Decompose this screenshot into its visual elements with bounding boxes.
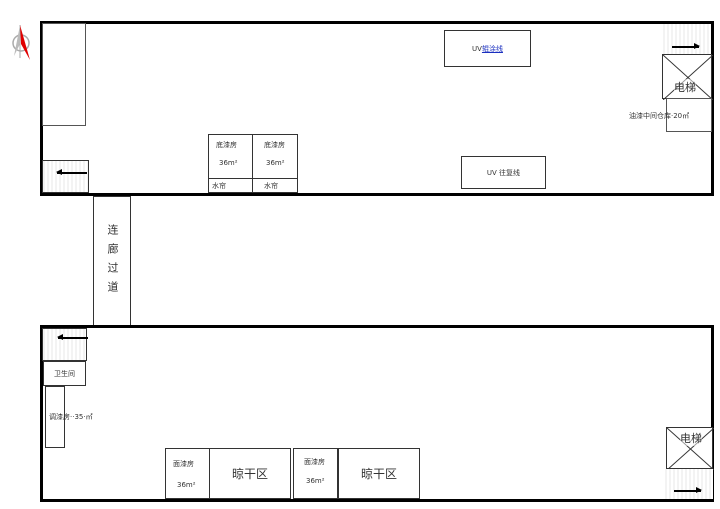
right-arrow-icon bbox=[674, 487, 702, 493]
paint-warehouse bbox=[666, 98, 712, 132]
primer-room-2-name: 底漆房 bbox=[264, 141, 285, 149]
topcoat-room-1: 面漆房 36m² bbox=[165, 448, 210, 499]
top-building bbox=[40, 21, 714, 196]
elevator-cross-icon bbox=[663, 55, 713, 100]
top-right-exit bbox=[663, 24, 711, 54]
restroom: 卫生间 bbox=[43, 361, 86, 386]
water-curtain-1: 水帘 bbox=[208, 178, 253, 193]
bottom-left-entrance bbox=[42, 328, 88, 361]
topcoat-room-2: 面漆房 36m² bbox=[293, 448, 338, 499]
drying-area-1-label: 晾干区 bbox=[231, 467, 268, 481]
left-arrow-icon bbox=[57, 334, 88, 340]
paint-mixing-room-label: 调漆房··35·㎡ bbox=[49, 413, 93, 421]
topcoat-room-2-name: 面漆房 bbox=[304, 458, 325, 466]
topcoat-room-1-area: 36m² bbox=[177, 481, 196, 489]
corridor-label: 连廊过道 bbox=[106, 224, 119, 300]
drying-area-2-label: 晾干区 bbox=[360, 467, 397, 481]
bottom-elevator: 电梯 bbox=[666, 427, 714, 470]
water-curtain-2: 水帘 bbox=[252, 178, 298, 193]
primer-room-2-area: 36m² bbox=[266, 159, 285, 167]
drying-area-1: 晾干区 bbox=[209, 448, 291, 499]
right-arrow-icon bbox=[672, 43, 700, 49]
uv-roller-coating-line: UV 辊涂线 bbox=[444, 30, 531, 67]
primer-room-1-name: 底漆房 bbox=[216, 141, 237, 149]
north-arrow-icon bbox=[10, 22, 34, 62]
water-curtain-2-label: 水帘 bbox=[264, 182, 278, 190]
drying-area-2: 晾干区 bbox=[338, 448, 420, 499]
top-left-room bbox=[42, 23, 86, 126]
water-curtain-1-label: 水帘 bbox=[212, 182, 226, 190]
connecting-corridor: 连廊过道 bbox=[93, 196, 131, 328]
uv-reciprocating-line: UV 往复线 bbox=[461, 156, 546, 189]
top-elevator-label: 电梯 bbox=[674, 79, 696, 95]
uv-reciprocating-label: UV 往复线 bbox=[486, 168, 521, 177]
primer-room-1-area: 36m² bbox=[219, 159, 238, 167]
topcoat-room-1-name: 面漆房 bbox=[173, 460, 194, 468]
bottom-elevator-label: 电梯 bbox=[680, 430, 702, 446]
top-elevator: 电梯 bbox=[662, 54, 713, 100]
paint-mixing-room bbox=[45, 386, 65, 448]
primer-room-1: 底漆房 36m² bbox=[208, 134, 253, 179]
topcoat-room-2-area: 36m² bbox=[306, 477, 325, 485]
uv-roller-prefix: UV bbox=[472, 44, 482, 53]
bottom-right-exit bbox=[665, 469, 713, 499]
elevator-cross-icon bbox=[667, 428, 714, 470]
left-arrow-icon bbox=[56, 169, 87, 175]
top-left-entrance bbox=[42, 160, 89, 193]
uv-roller-label: 辊涂线 bbox=[481, 44, 503, 53]
paint-warehouse-label: 油漆中间仓库·20㎡ bbox=[629, 112, 690, 120]
restroom-label: 卫生间 bbox=[54, 369, 75, 378]
primer-room-2: 底漆房 36m² bbox=[252, 134, 298, 179]
